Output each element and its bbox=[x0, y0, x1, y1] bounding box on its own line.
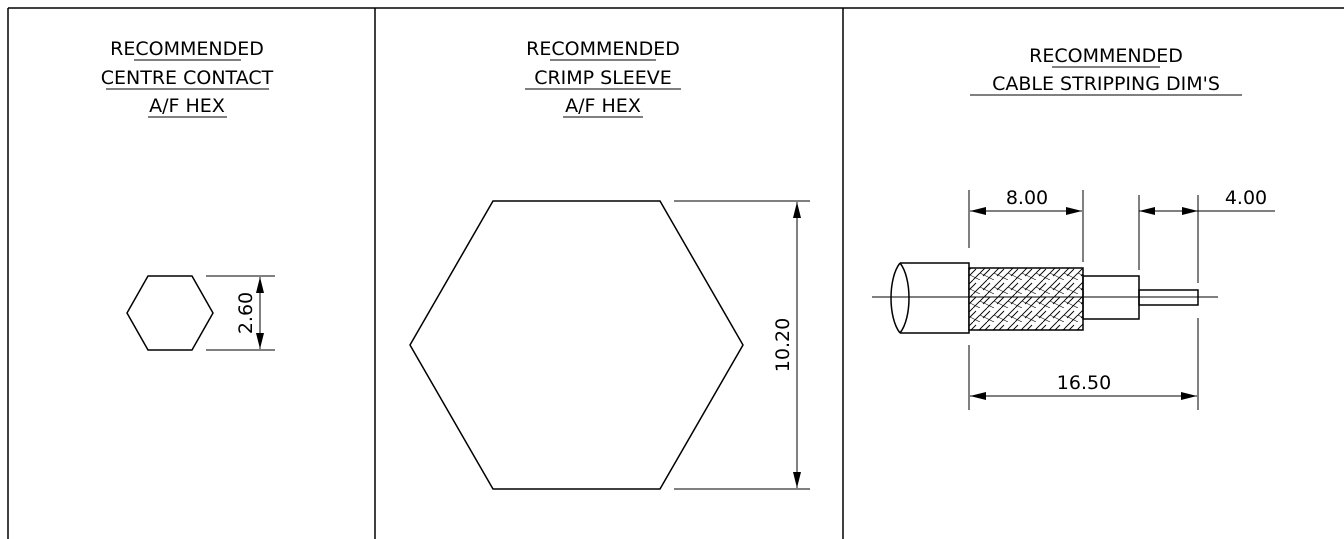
panel-3-title-line-2: CABLE STRIPPING DIM'S bbox=[992, 73, 1220, 95]
dimension-16-50: 16.50 bbox=[1057, 372, 1111, 394]
dimension-10-20: 10.20 bbox=[772, 318, 794, 372]
centre-contact-hex bbox=[126, 275, 214, 351]
panel-crimp-sleeve: RECOMMENDED CRIMP SLEEVE A/F HEX 10.20 bbox=[409, 38, 810, 490]
panel-cable-stripping: RECOMMENDED CABLE STRIPPING DIM'S 8 bbox=[872, 45, 1275, 410]
panel-3-title-line-1: RECOMMENDED bbox=[1029, 45, 1183, 67]
panel-2-title-line-1: RECOMMENDED bbox=[526, 38, 680, 60]
cable-drawing bbox=[872, 262, 1218, 334]
dimension-8-00: 8.00 bbox=[1006, 187, 1048, 209]
cable-braid bbox=[968, 267, 1084, 331]
panel-1-title-line-2: CENTRE CONTACT bbox=[101, 67, 274, 89]
panel-1-title-line-3: A/F HEX bbox=[149, 95, 225, 117]
dimension-2-60: 2.60 bbox=[235, 292, 257, 334]
panel-centre-contact: RECOMMENDED CENTRE CONTACT A/F HEX 2.60 bbox=[101, 38, 275, 351]
dimension-4-00: 4.00 bbox=[1225, 187, 1267, 209]
panel-2-title-line-2: CRIMP SLEEVE bbox=[534, 67, 672, 89]
panel-2-title-line-3: A/F HEX bbox=[565, 95, 641, 117]
crimp-sleeve-hex bbox=[409, 200, 744, 490]
panel-1-title-line-1: RECOMMENDED bbox=[110, 38, 264, 60]
frame bbox=[7, 7, 1344, 539]
